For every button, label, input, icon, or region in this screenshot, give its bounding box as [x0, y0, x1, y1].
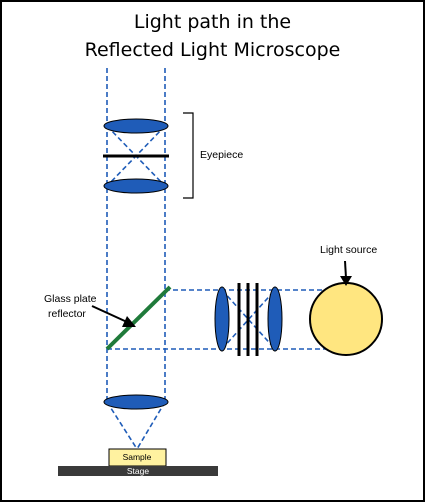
reflector-pointer-line [91, 305, 128, 323]
eyepiece-upper-lens [103, 118, 169, 134]
stage-plate [58, 466, 218, 476]
collector-lens-left [214, 286, 230, 352]
glass-plate-label-line-1: Glass plate [44, 293, 97, 305]
reflector-pointer-head [122, 316, 136, 327]
collector-ray-2 [221, 289, 276, 350]
collector-lens-right [267, 286, 283, 352]
objective-ray-2 [136, 401, 166, 450]
light-source-pointer-head [340, 276, 352, 286]
glass-plate-reflector [105, 285, 172, 351]
eyepiece-lower-lens [103, 178, 169, 194]
eyepiece-bracket [183, 112, 194, 199]
light-source-lamp [309, 282, 383, 356]
stage-label: Stage [127, 466, 149, 476]
eyepiece-label: Eyepiece [200, 149, 243, 161]
objective-ray-1 [106, 401, 138, 450]
objective-lens [103, 394, 169, 410]
title-line-1: Light path in the [133, 11, 292, 33]
collector-ray-1 [221, 289, 276, 350]
sample-label: Sample [123, 452, 152, 462]
title-line-2: Reflected Light Microscope [84, 39, 341, 61]
light-source-pointer-line [344, 260, 347, 279]
light-source-label: Light source [320, 244, 377, 256]
glass-plate-label-line-2: reflector [48, 308, 86, 320]
